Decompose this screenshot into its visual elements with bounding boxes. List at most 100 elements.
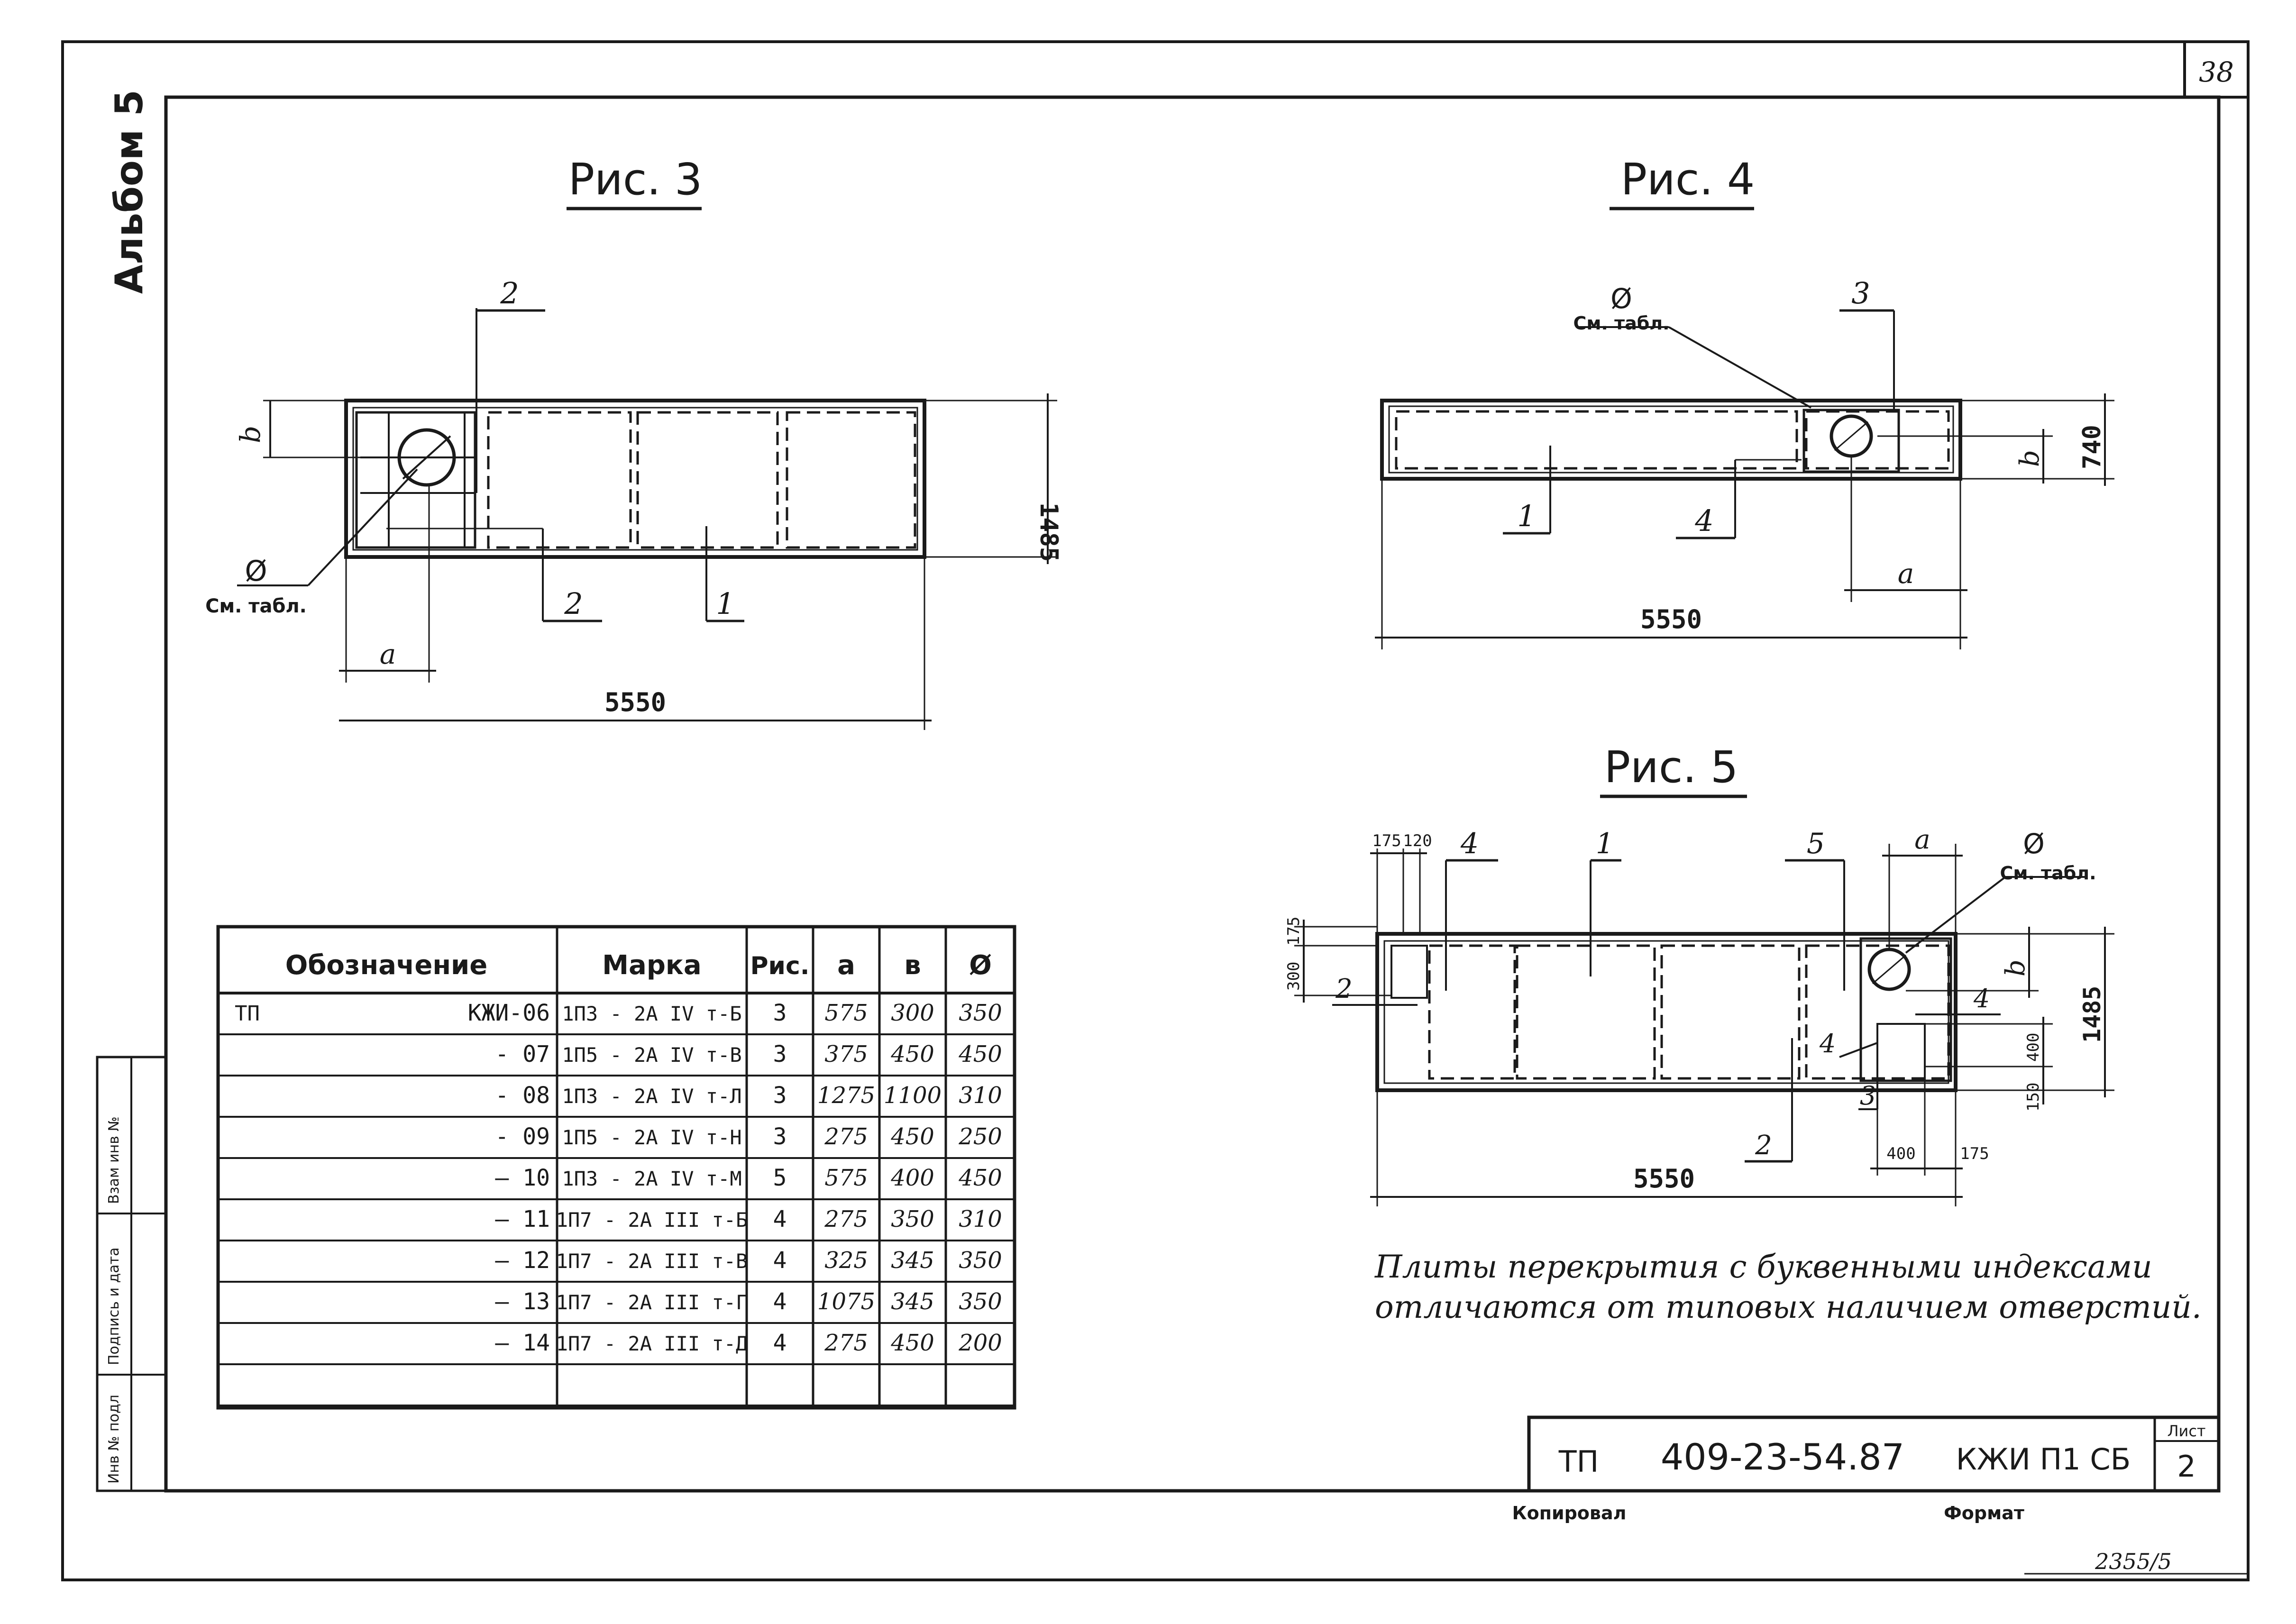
cell-mark: 1П3 - 2А IV т-М — [562, 1167, 741, 1190]
fig4-pos3: 3 — [1851, 276, 1870, 310]
fig5-diameter: Ø — [2023, 828, 2045, 860]
cell-mark: 1П7 - 2А III т-Г — [556, 1291, 748, 1314]
figure-5: Рис. 5 1 4 5 2 2 3 4 4 — [1284, 742, 2114, 1206]
fig3-dim-a: a — [380, 638, 396, 670]
fig3-pos2-bottom: 2 — [564, 586, 583, 621]
fig5-dim-175-right: 175 — [1960, 1144, 1989, 1163]
cell-code: - 07 — [495, 1041, 550, 1067]
cell-a: 275 — [824, 1206, 868, 1232]
cell-b: 450 — [890, 1330, 934, 1356]
cell-mark: 1П5 - 2А IV т-Н — [562, 1126, 741, 1149]
fig5-dim-a: a — [1914, 824, 1930, 855]
cell-b: 1100 — [884, 1082, 942, 1109]
cell-b: 450 — [890, 1041, 934, 1067]
fig5-dim-b: b — [2000, 959, 2031, 976]
fig5-dim-length: 5550 — [1633, 1164, 1695, 1194]
cell-fig: 4 — [773, 1247, 787, 1274]
cell-d: 450 — [958, 1041, 1002, 1067]
fig5-dim-400-horizontal: 400 — [1886, 1144, 1915, 1163]
title-block-sheet-label: Лист — [2167, 1422, 2205, 1440]
side-stamp-replace: Взам инв № — [106, 1116, 122, 1204]
cell-mark: 1П3 - 2А IV т-Л — [562, 1085, 741, 1108]
fig5-slab — [1375, 932, 1958, 1092]
cell-fig: 3 — [773, 1123, 787, 1150]
cell-d: 250 — [958, 1123, 1002, 1150]
cell-b: 345 — [891, 1247, 934, 1274]
fig3-dim-width: 1485 — [1034, 502, 1063, 562]
cell-d: 200 — [958, 1330, 1002, 1356]
cell-a: 325 — [824, 1247, 868, 1274]
title-block-code: 409-23-54.87 — [1661, 1436, 1904, 1478]
cell-code: — 11 — [495, 1206, 550, 1232]
table-header-mark: Марка — [602, 950, 701, 981]
fig3-dim-b: b — [234, 426, 266, 443]
cell-code: — 13 — [495, 1288, 550, 1315]
fig4-slab — [1380, 399, 1962, 481]
format-label: Формат — [1944, 1503, 2024, 1524]
cell-a: 575 — [824, 1000, 868, 1026]
title-block-sheet-number: 2 — [2177, 1449, 2195, 1484]
fig5-dim-150: 150 — [2024, 1083, 2043, 1112]
cell-d: 350 — [959, 1288, 1002, 1315]
cell-d: 310 — [959, 1206, 1002, 1232]
cell-a: 1075 — [817, 1288, 875, 1315]
cell-fig: 4 — [773, 1288, 787, 1315]
fig5-dim-120: 120 — [1403, 831, 1432, 850]
fig5-dim-width: 1485 — [2078, 986, 2106, 1043]
cell-fig: 3 — [773, 1041, 787, 1067]
fig4-title: Рис. 4 — [1621, 154, 1755, 205]
fig5-title: Рис. 5 — [1604, 742, 1738, 793]
fig3-pos2-top: 2 — [500, 276, 519, 310]
fig4-dim-b: b — [2014, 450, 2045, 467]
fig4-pos4: 4 — [1694, 503, 1713, 538]
copied-by: Копировал — [1512, 1503, 1627, 1524]
fig3-diameter: Ø — [245, 555, 267, 588]
cell-mark: 1П7 - 2А III т-В — [556, 1250, 748, 1273]
title-block — [1527, 1415, 2221, 1493]
cell-code: - 08 — [495, 1082, 550, 1109]
cell-a: 275 — [824, 1330, 868, 1356]
cell-code: КЖИ-06 — [468, 1000, 550, 1026]
cell-fig: 5 — [773, 1165, 787, 1191]
title-block-tp: ТП — [1558, 1444, 1599, 1479]
cell-a: 1275 — [817, 1082, 875, 1109]
fig3-dim-length: 5550 — [604, 687, 666, 717]
note-line-2: отличаются от типовых наличием отверстий… — [1375, 1289, 2202, 1325]
table-header-fig: Рис. — [750, 952, 809, 980]
fig5-pos2-left: 2 — [1335, 974, 1353, 1004]
cell-code: — 10 — [495, 1165, 550, 1191]
fig3-see-table: См. табл. — [205, 595, 307, 617]
fig3-slab — [344, 399, 926, 559]
fig5-dim-175-top: 175 — [1372, 831, 1401, 850]
fig5-see-table: См. табл. — [2000, 863, 2096, 884]
side-stamp-inv: Инв № подл — [106, 1395, 122, 1484]
table-header-designation: Обозначение — [285, 950, 488, 981]
fig5-pos4-right: 4 — [1973, 984, 1990, 1013]
cell-d: 350 — [959, 1000, 1002, 1026]
cell-b: 350 — [891, 1206, 934, 1232]
cell-d: 310 — [959, 1082, 1002, 1109]
cell-b: 400 — [890, 1165, 934, 1191]
cell-a: 275 — [824, 1123, 868, 1150]
fig5-pos1: 1 — [1596, 827, 1614, 860]
table-header-dia: Ø — [969, 950, 992, 981]
cell-fig: 4 — [773, 1206, 787, 1232]
cell-code: — 14 — [495, 1330, 550, 1356]
fig5-pos4-mid: 4 — [1819, 1029, 1836, 1058]
sheet-frame — [61, 40, 2250, 1581]
title-block-section: КЖИ П1 СБ — [1956, 1442, 2131, 1477]
figure-3: Рис. 3 2 2 1 Ø См. табл. — [205, 154, 1063, 730]
fig5-pos4-top: 4 — [1460, 827, 1479, 860]
table-row: — 14 1П7 - 2А III т-Д 4 275 450 200 — [495, 1330, 1002, 1356]
cell-code: — 12 — [495, 1247, 550, 1274]
cell-mark: 1П7 - 2А III т-Д — [556, 1332, 748, 1355]
cell-fig: 4 — [773, 1330, 787, 1356]
cell-a: 575 — [824, 1165, 868, 1191]
